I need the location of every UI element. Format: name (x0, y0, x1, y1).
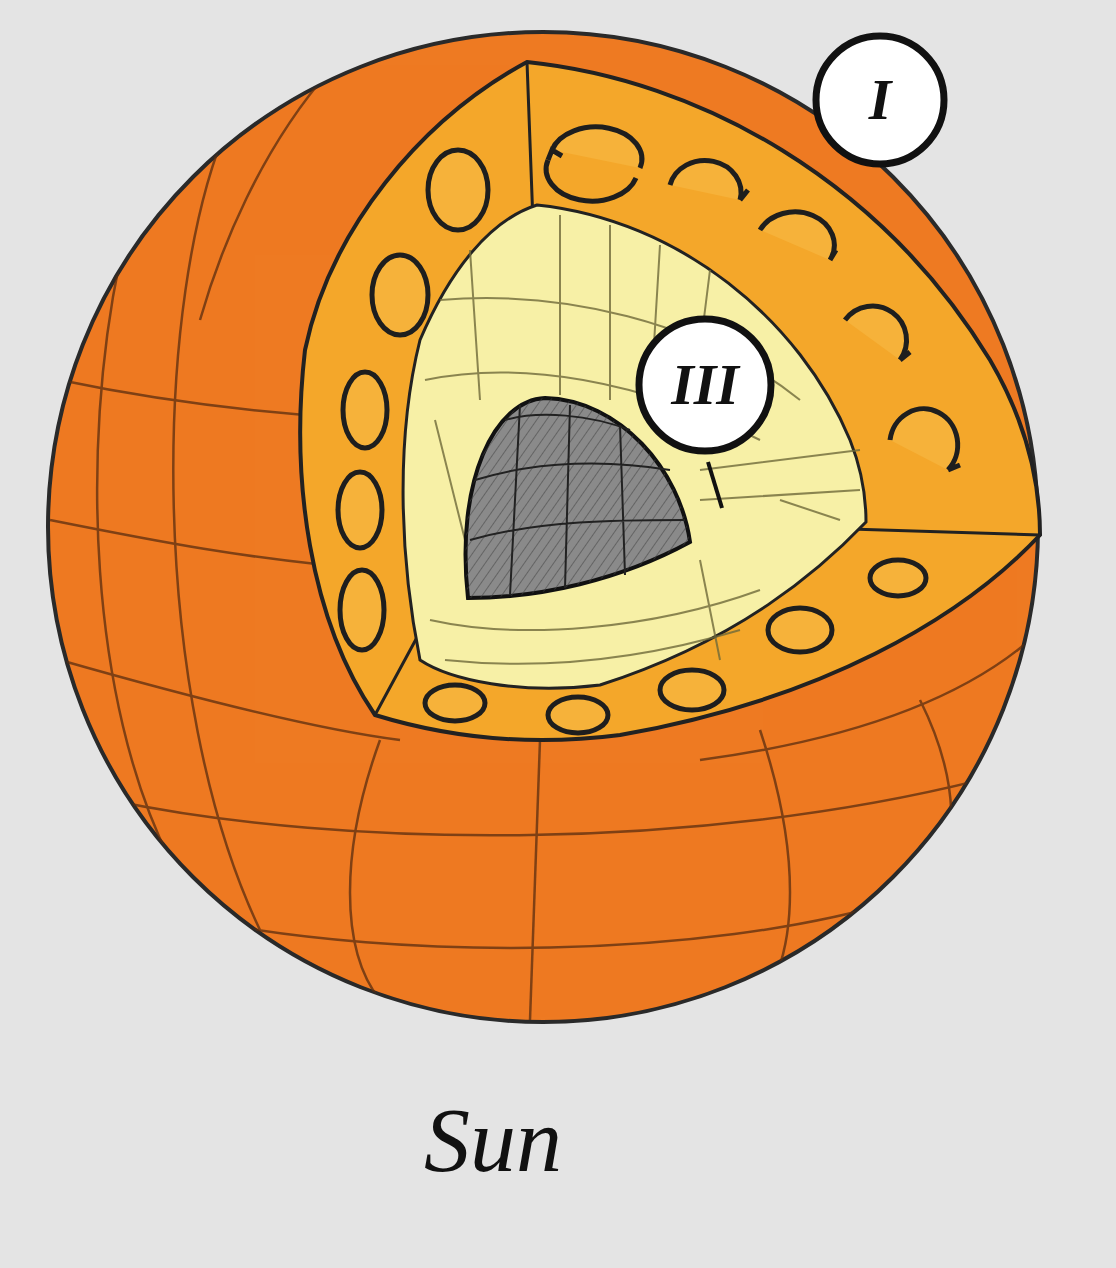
caption: Sun (424, 1094, 562, 1186)
radiative-grid (425, 215, 860, 664)
callout-circle: I (812, 32, 948, 168)
radiative-zone (403, 205, 866, 688)
callout-circle: III (635, 315, 775, 455)
leader-line (708, 462, 722, 508)
convection-cells (338, 150, 926, 733)
callout-number: III (671, 356, 739, 414)
callout-number: I (869, 71, 892, 129)
convection-zone (300, 62, 1040, 740)
convection-arrows (546, 127, 960, 470)
